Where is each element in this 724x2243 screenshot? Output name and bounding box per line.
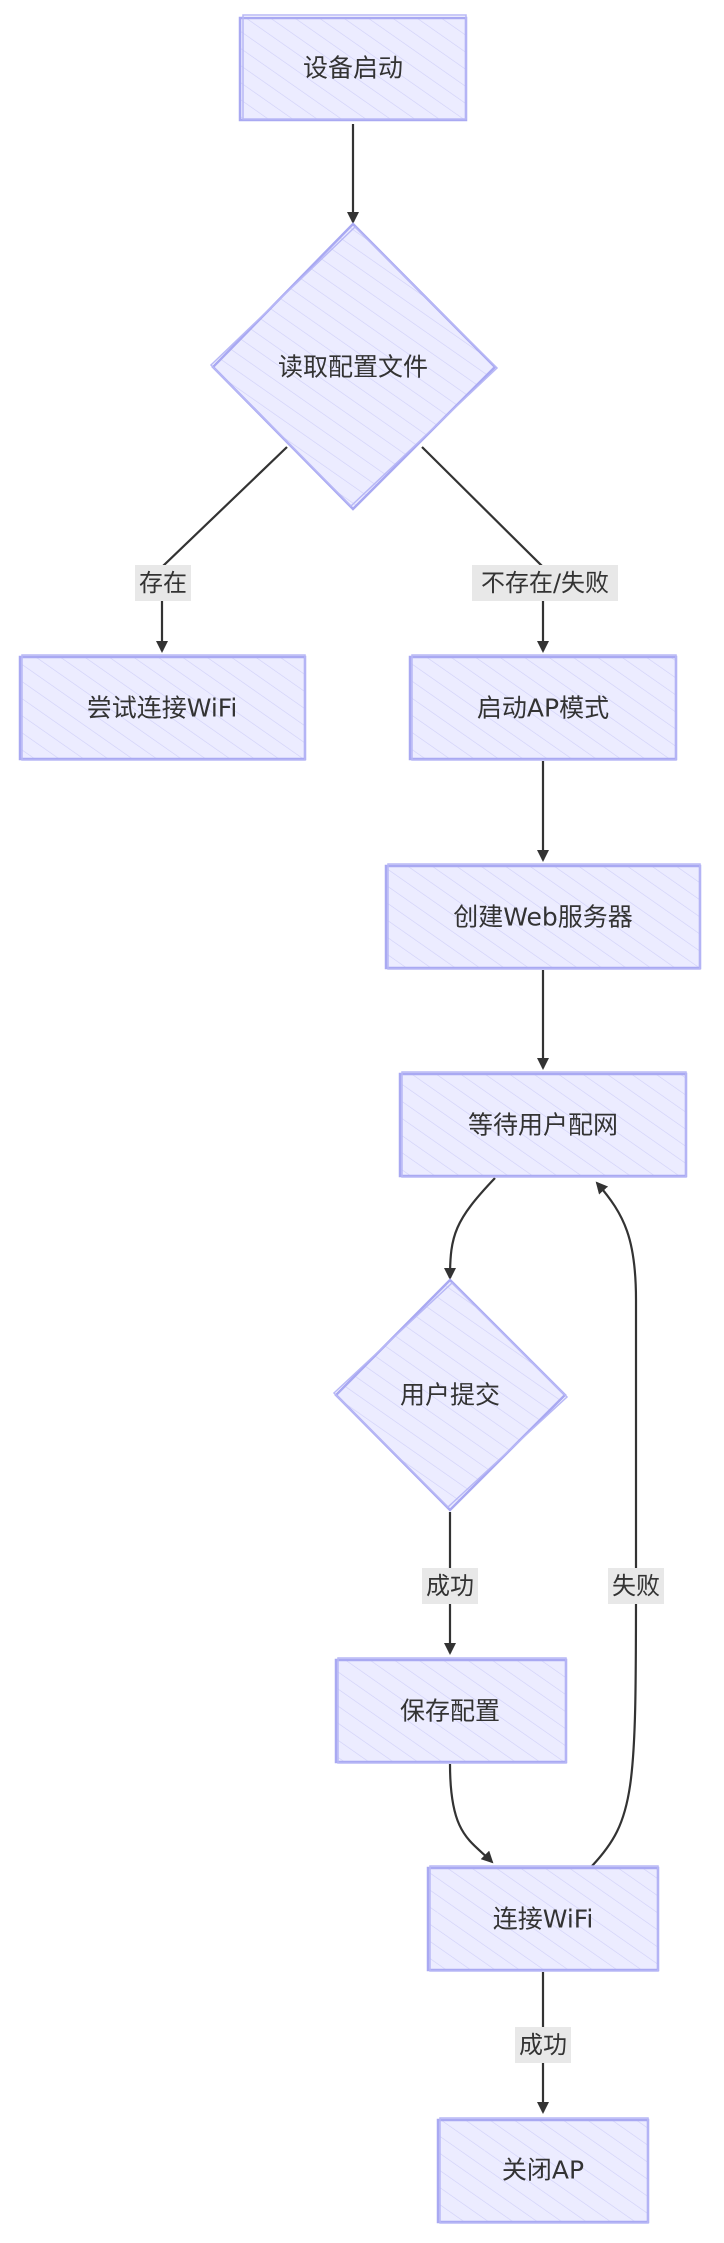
edge-label-fail-text: 失败 bbox=[612, 1572, 660, 1600]
node-save-config: 保存配置 bbox=[334, 1657, 568, 1764]
node-start-ap: 启动AP模式 bbox=[408, 654, 678, 761]
node-connect-wifi-label: 连接WiFi bbox=[493, 1905, 594, 1934]
node-user-submit: 用户提交 bbox=[332, 1278, 569, 1512]
nodes: 设备启动 读取配置文件 尝试连接WiFi 启动AP模式 创建Web服务器 bbox=[18, 14, 702, 2224]
node-close-ap: 关闭AP bbox=[436, 2117, 650, 2224]
node-connect-wifi: 连接WiFi bbox=[426, 1865, 660, 1972]
edge-label-success-2: 成功 bbox=[515, 2027, 571, 2063]
node-start-ap-label: 启动AP模式 bbox=[477, 694, 609, 723]
edge-label-exists-text: 存在 bbox=[139, 569, 187, 597]
node-try-wifi-label: 尝试连接WiFi bbox=[87, 694, 238, 723]
node-save-config-label: 保存配置 bbox=[400, 1697, 500, 1726]
edge-label-not-exist-fail-text: 不存在/失败 bbox=[481, 569, 609, 597]
node-start-label: 设备启动 bbox=[303, 54, 403, 83]
edge-label-success-2-text: 成功 bbox=[519, 2031, 567, 2059]
node-close-ap-label: 关闭AP bbox=[502, 2156, 584, 2185]
edge-wait-user-to-user-submit bbox=[444, 1177, 496, 1280]
node-web-server-label: 创建Web服务器 bbox=[453, 903, 633, 932]
node-read-config: 读取配置文件 bbox=[209, 222, 499, 511]
edge-label-fail: 失败 bbox=[608, 1568, 664, 1604]
node-user-submit-label: 用户提交 bbox=[400, 1381, 500, 1410]
edge-label-success-1: 成功 bbox=[422, 1568, 478, 1604]
edge-connect-wifi-to-wait-user bbox=[591, 1181, 638, 1867]
node-web-server: 创建Web服务器 bbox=[384, 863, 702, 970]
node-read-config-label: 读取配置文件 bbox=[278, 353, 428, 382]
edge-label-success-1-text: 成功 bbox=[426, 1572, 474, 1600]
node-start: 设备启动 bbox=[238, 14, 468, 122]
edge-label-not-exist-fail: 不存在/失败 bbox=[472, 565, 618, 601]
edge-label-exists: 存在 bbox=[135, 565, 191, 601]
edge-read-config-to-try-wifi bbox=[156, 446, 288, 653]
node-wait-user-label: 等待用户配网 bbox=[468, 1111, 618, 1140]
edge-save-config-to-connect-wifi bbox=[448, 1763, 494, 1864]
edge-labels: 存在 不存在/失败 成功 失败 成功 bbox=[135, 565, 664, 2063]
edge-read-config-to-start-ap bbox=[421, 446, 549, 653]
node-try-wifi: 尝试连接WiFi bbox=[18, 654, 307, 761]
node-wait-user: 等待用户配网 bbox=[398, 1071, 688, 1178]
